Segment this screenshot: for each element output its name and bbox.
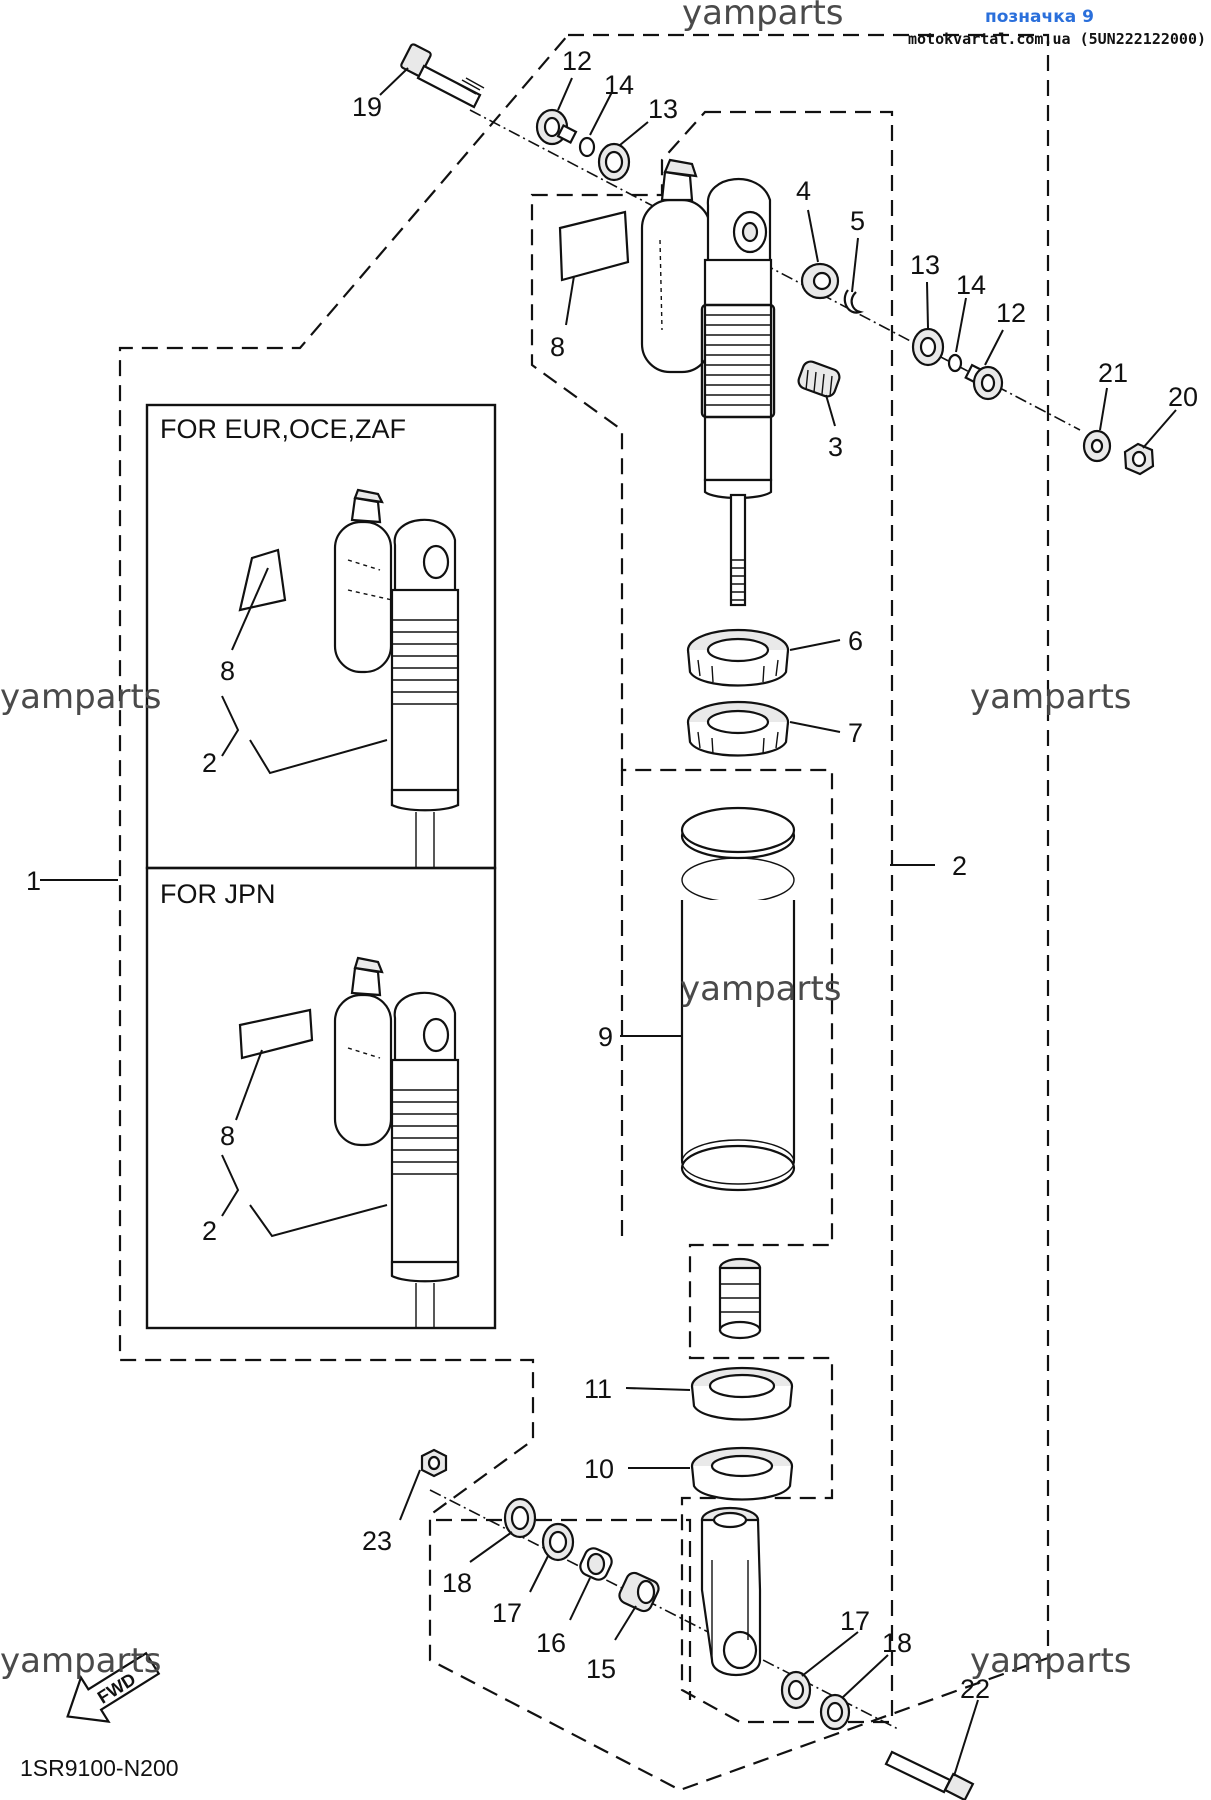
callout-12-upper: 12 [562, 46, 592, 76]
bolt-22 [884, 1750, 975, 1800]
collar-17-right [780, 1670, 812, 1710]
callout-22: 22 [960, 1674, 990, 1704]
callout-8-main: 8 [550, 332, 565, 362]
callout-16: 16 [536, 1628, 566, 1658]
callout-12-right: 12 [996, 298, 1026, 328]
seal-13-upper [597, 142, 631, 182]
assembly-outline-shock [530, 110, 894, 1724]
spring-guide-11 [690, 1366, 794, 1421]
inset-title-jpn: FOR JPN [160, 879, 276, 909]
assembly-outline-outer [118, 33, 1050, 1792]
watermark: yamparts [682, 0, 844, 33]
callout-14-upper: 14 [604, 70, 634, 100]
nut-20 [1123, 442, 1155, 476]
callout-13-right: 13 [910, 250, 940, 280]
watermark: yamparts [0, 677, 162, 717]
header-site-text: motokvartal.com.ua (5UN222122000) [908, 30, 1206, 48]
callout-15: 15 [586, 1654, 616, 1684]
seal-18-right [819, 1693, 851, 1731]
leader-lines [40, 67, 1177, 1777]
collar-17-left [541, 1522, 575, 1562]
callout-13-upper: 13 [648, 94, 678, 124]
inset-frame-jpn [145, 866, 497, 1330]
callout-3: 3 [828, 432, 843, 462]
collar-12-right [964, 363, 1004, 401]
callout-9: 9 [598, 1022, 613, 1052]
header-link[interactable]: позначка 9 [985, 7, 1094, 27]
inset-shock-jpn [238, 956, 460, 1328]
o-ring-14-right [947, 353, 963, 373]
callout-4: 4 [796, 176, 811, 206]
inset-shock-eur [238, 488, 460, 868]
callout-17-left: 17 [492, 1598, 522, 1628]
callout-1: 1 [26, 866, 41, 896]
watermark: yamparts [0, 1641, 162, 1681]
callout-21: 21 [1098, 358, 1128, 388]
callout-14-right: 14 [956, 270, 986, 300]
watermark: yamparts [970, 677, 1132, 717]
bump-stopper [718, 1257, 762, 1340]
inset-title-eur: FOR EUR,OCE,ZAF [160, 414, 406, 444]
callout-18-left: 18 [442, 1568, 472, 1598]
callout-20: 20 [1168, 382, 1198, 412]
callout-10: 10 [584, 1454, 614, 1484]
callout-17-right: 17 [840, 1606, 870, 1636]
collar-16 [579, 1547, 613, 1581]
lower-clevis [700, 1506, 762, 1677]
adjuster-3 [797, 360, 841, 398]
watermark: yamparts [680, 969, 842, 1009]
nut-23 [420, 1448, 448, 1478]
diagram-code: 1SR9100-N200 [20, 1755, 179, 1781]
callout-5: 5 [850, 206, 865, 236]
o-ring-14-upper [578, 136, 596, 158]
bolt-19 [400, 43, 485, 109]
watermark: yamparts [970, 1641, 1132, 1681]
collar-12-upper [535, 108, 578, 146]
spring-9 [680, 806, 796, 1192]
callout-8-jpn: 8 [220, 1121, 235, 1151]
seal-13-right [911, 327, 945, 367]
spring-seat-7 [686, 700, 790, 757]
label-8 [558, 210, 630, 282]
callout-8-eur: 8 [220, 656, 235, 686]
bearing-15 [618, 1571, 660, 1613]
spring-seat-6 [686, 628, 790, 687]
callout-2-main: 2 [952, 851, 967, 881]
callout-6: 6 [848, 626, 863, 656]
callout-18-right: 18 [882, 1628, 912, 1658]
callout-19: 19 [352, 92, 382, 122]
collar-4 [800, 262, 840, 300]
callout-23: 23 [362, 1526, 392, 1556]
callout-2-eur: 2 [202, 748, 217, 778]
washer-21 [1082, 429, 1112, 463]
circlip-5 [843, 289, 864, 314]
seal-18-left [503, 1497, 537, 1539]
shock-absorber-body [640, 158, 776, 607]
callout-2-jpn: 2 [202, 1216, 217, 1246]
callout-7: 7 [848, 718, 863, 748]
callout-11: 11 [584, 1374, 612, 1404]
spring-guide-10 [690, 1446, 794, 1501]
